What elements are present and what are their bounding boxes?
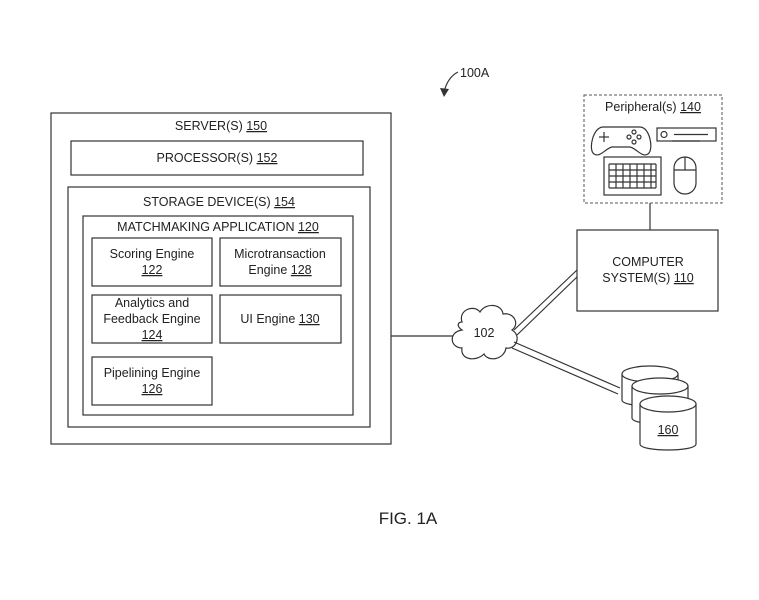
- ui-engine-label: UI Engine 130: [240, 312, 319, 326]
- scoring-engine-label: Scoring Engine: [110, 247, 195, 261]
- keyboard-icon: [603, 156, 662, 196]
- scoring-engine-box: [91, 237, 213, 287]
- analytics-engine-label: Analytics and: [115, 296, 189, 310]
- diagram-ref-arrowhead: [440, 88, 449, 97]
- computer-system-label-2: SYSTEM(S) 110: [602, 271, 694, 285]
- matchmaking-label: MATCHMAKING APPLICATION 120: [117, 220, 319, 234]
- network-ref: 102: [474, 326, 495, 340]
- database-icon: [621, 365, 697, 451]
- network-computer-link-a: [513, 269, 578, 331]
- figure-caption: FIG. 1A: [379, 509, 438, 528]
- storage-label: STORAGE DEVICE(S) 154: [143, 195, 295, 209]
- scoring-engine-ref: 122: [142, 263, 163, 277]
- network-database-link-a: [513, 341, 621, 389]
- gamepad-icon: [590, 126, 652, 156]
- processor-label: PROCESSOR(S) 152: [157, 151, 278, 165]
- microtransaction-engine-label-2: Engine 128: [248, 263, 311, 277]
- pipelining-engine-box: [91, 356, 213, 406]
- pipelining-engine-label: Pipelining Engine: [104, 366, 201, 380]
- network-cloud: [451, 304, 518, 360]
- processor-box: [70, 140, 364, 176]
- pipelining-engine-ref: 126: [142, 382, 163, 396]
- peripherals-label: Peripheral(s) 140: [605, 100, 701, 114]
- computer-system-box: [576, 229, 719, 312]
- computer-system-label: COMPUTER: [612, 255, 684, 269]
- network-database-link-b: [511, 347, 619, 395]
- ui-engine-box: [219, 294, 342, 344]
- analytics-engine-box: [91, 294, 213, 344]
- mouse-icon: [673, 156, 697, 195]
- microtransaction-engine-label: Microtransaction: [234, 247, 326, 261]
- microtransaction-engine-box: [219, 237, 342, 287]
- network-computer-link-b: [516, 275, 579, 336]
- server-label: SERVER(S) 150: [175, 119, 267, 133]
- diagram-ref-label: 100A: [460, 66, 490, 80]
- console-icon: [656, 127, 717, 142]
- analytics-engine-label-2: Feedback Engine: [103, 312, 200, 326]
- database-ref: 160: [658, 423, 679, 437]
- analytics-engine-ref: 124: [142, 328, 163, 342]
